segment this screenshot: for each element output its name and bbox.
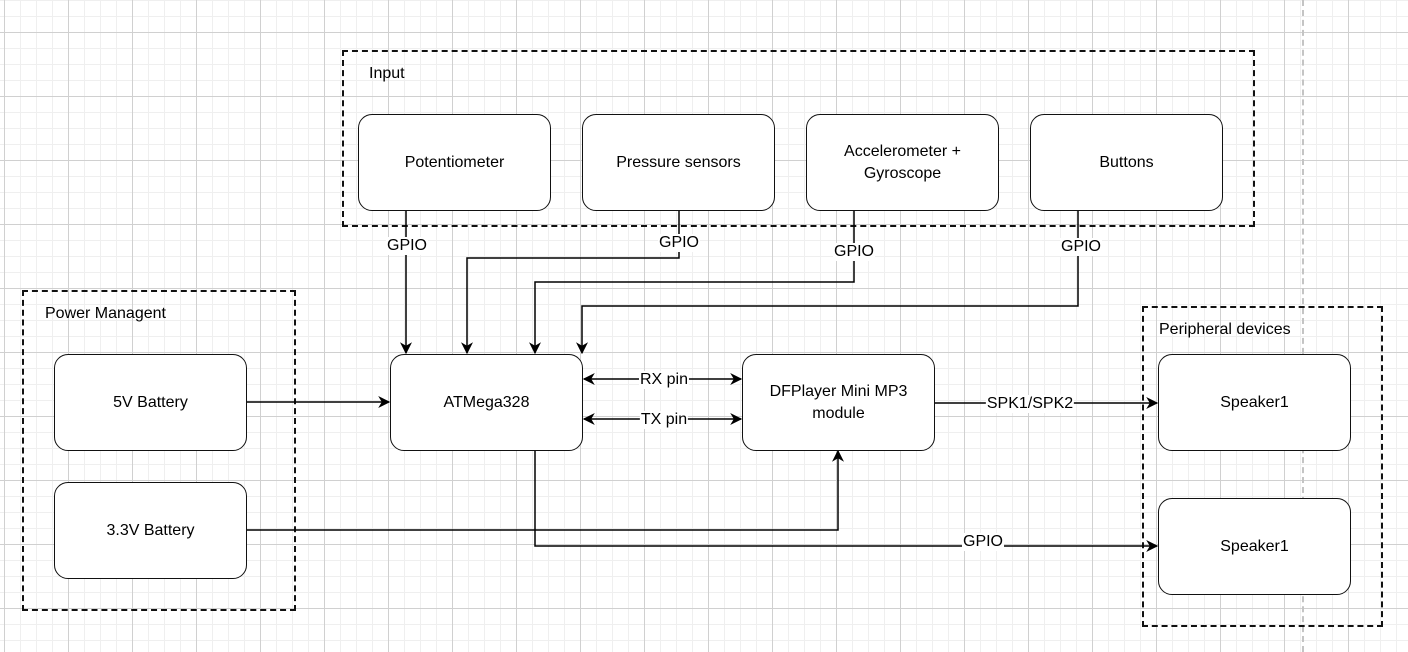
node-5v-battery[interactable]: 5V Battery bbox=[54, 354, 247, 451]
node-speaker-1[interactable]: Speaker1 bbox=[1158, 354, 1351, 451]
group-power-management[interactable] bbox=[22, 290, 296, 611]
edge-label-rx-pin: RX pin bbox=[638, 371, 690, 389]
edge-label-gpio: GPIO bbox=[832, 243, 876, 261]
node-dfplayer[interactable]: DFPlayer Mini MP3 module bbox=[742, 354, 935, 451]
node-accelerometer-gyroscope[interactable]: Accelerometer + Gyroscope bbox=[806, 114, 999, 211]
node-pressure-sensors[interactable]: Pressure sensors bbox=[582, 114, 775, 211]
group-power-label: Power Managent bbox=[45, 305, 166, 322]
edge-label-gpio: GPIO bbox=[1059, 238, 1103, 256]
node-3v3-battery[interactable]: 3.3V Battery bbox=[54, 482, 247, 579]
group-peripheral-label: Peripheral devices bbox=[1159, 321, 1291, 338]
node-buttons[interactable]: Buttons bbox=[1030, 114, 1223, 211]
node-speaker-2[interactable]: Speaker1 bbox=[1158, 498, 1351, 595]
edge-label-spk: SPK1/SPK2 bbox=[985, 395, 1075, 413]
page-break-line bbox=[1302, 0, 1304, 652]
group-input-label: Input bbox=[369, 65, 405, 82]
edge-label-tx-pin: TX pin bbox=[639, 411, 689, 429]
edge-label-gpio: GPIO bbox=[961, 533, 1005, 551]
edge-label-gpio: GPIO bbox=[657, 234, 701, 252]
edge-label-gpio: GPIO bbox=[385, 237, 429, 255]
node-atmega328[interactable]: ATMega328 bbox=[390, 354, 583, 451]
node-potentiometer[interactable]: Potentiometer bbox=[358, 114, 551, 211]
